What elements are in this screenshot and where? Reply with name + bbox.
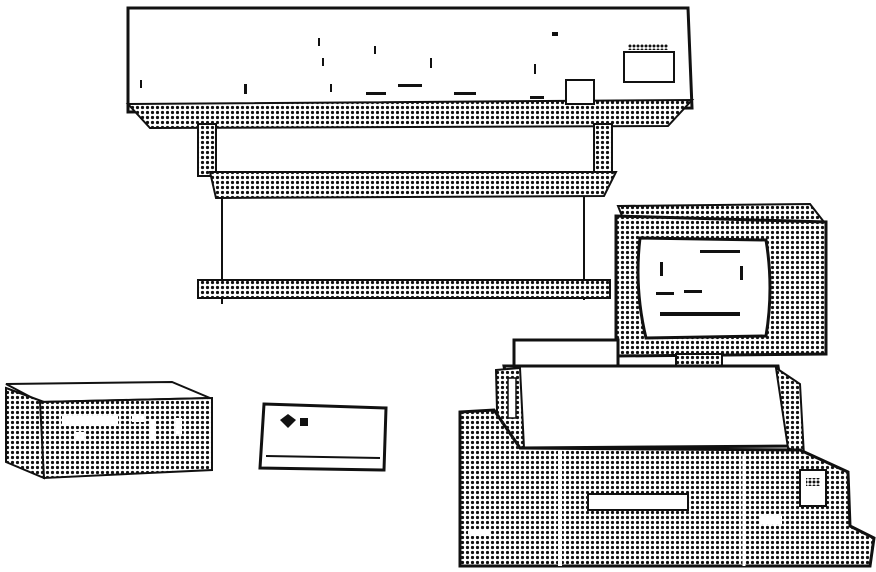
printer-unit — [125, 6, 695, 130]
disk-drive-marks — [62, 414, 182, 440]
disk-drive-box — [5, 380, 213, 480]
cartridge-card — [258, 402, 388, 472]
crt-monitor — [614, 202, 828, 369]
printer-base-band — [125, 98, 695, 130]
printer-switch — [565, 79, 595, 105]
disk-drive-front — [5, 386, 45, 480]
terminal-workstation — [458, 338, 876, 568]
terminal-desk-body — [458, 408, 876, 568]
screen-marks — [656, 250, 743, 316]
printer-body — [126, 6, 694, 114]
stand-lower-bar — [197, 279, 611, 299]
printer-face-marks — [140, 32, 558, 99]
terminal-slot — [587, 493, 689, 511]
cartridge-body — [258, 402, 388, 472]
terminal-upper-unit — [502, 364, 792, 450]
stand-upper-shelf — [208, 171, 618, 200]
printer-panel — [623, 51, 675, 83]
printer-stand — [197, 123, 618, 304]
printer-panel-top — [628, 44, 668, 50]
